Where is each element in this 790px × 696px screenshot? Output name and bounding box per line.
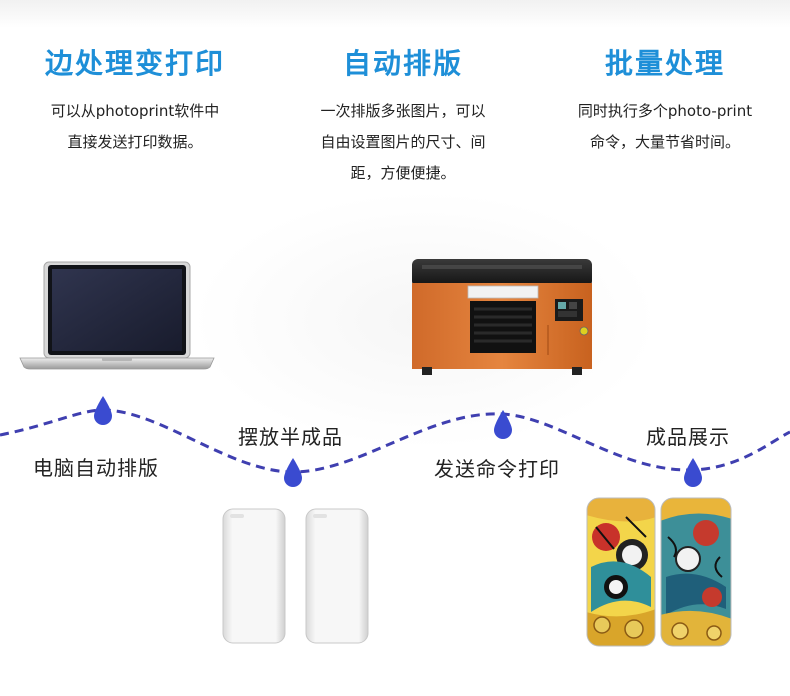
blank-phone-case	[305, 508, 369, 644]
feature-desc-line: 同时执行多个photo-print	[577, 102, 753, 120]
feature-desc-line: 一次排版多张图片，可以	[320, 102, 486, 120]
feature-print-while-processing: 边处理变打印 可以从photoprint软件中 直接发送打印数据。	[10, 44, 260, 158]
step-label-send-print: 发送命令打印	[434, 457, 560, 481]
uv-printer-image	[412, 259, 592, 375]
feature-title: 自动排版	[342, 47, 463, 80]
feature-desc-line: 自由设置图片的尺寸、间	[320, 133, 486, 151]
step-label-finished: 成品展示	[646, 425, 730, 449]
feature-desc-line: 距，方便便捷。	[350, 164, 456, 182]
printed-phone-case	[586, 497, 656, 647]
step-label-place-blanks: 摆放半成品	[238, 425, 343, 449]
drop-marker-3	[494, 410, 512, 439]
drop-marker-4	[684, 458, 702, 487]
feature-description: 一次排版多张图片，可以 自由设置图片的尺寸、间 距，方便便捷。	[278, 96, 528, 189]
feature-desc-line: 命令，大量节省时间。	[589, 133, 740, 151]
feature-batch-processing: 批量处理 同时执行多个photo-print 命令，大量节省时间。	[540, 44, 790, 158]
blank-phone-case	[222, 508, 286, 644]
top-fade	[0, 0, 790, 28]
printed-phone-case	[660, 497, 732, 647]
drop-marker-1	[94, 396, 112, 425]
feature-title: 边处理变打印	[44, 47, 225, 80]
feature-description: 同时执行多个photo-print 命令，大量节省时间。	[540, 96, 790, 158]
process-flow-wave	[0, 396, 790, 487]
feature-desc-line: 直接发送打印数据。	[67, 133, 203, 151]
feature-desc-line: 可以从photoprint软件中	[50, 102, 220, 120]
step-label-auto-layout: 电脑自动排版	[33, 456, 159, 480]
feature-title: 批量处理	[604, 47, 725, 80]
feature-description: 可以从photoprint软件中 直接发送打印数据。	[10, 96, 260, 158]
laptop-image	[19, 261, 215, 370]
drop-marker-2	[284, 458, 302, 487]
feature-auto-layout: 自动排版 一次排版多张图片，可以 自由设置图片的尺寸、间 距，方便便捷。	[278, 44, 528, 189]
